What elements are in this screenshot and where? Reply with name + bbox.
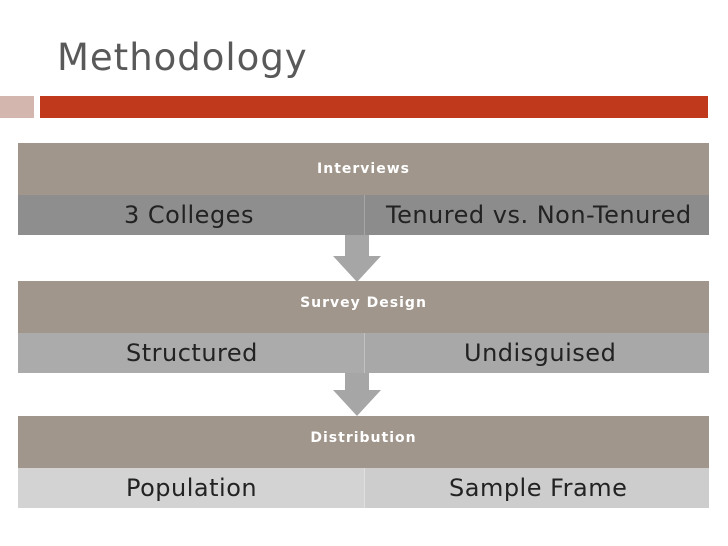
- block-heading-survey-design: Survey Design: [18, 281, 709, 333]
- down-arrow-icon: [333, 368, 381, 416]
- survey-design-block: Survey Design Structured Undisguised: [18, 281, 709, 373]
- title-accent-box: [0, 96, 34, 118]
- block-heading-interviews: Interviews: [18, 143, 709, 195]
- cell-3-colleges: 3 Colleges: [18, 195, 365, 235]
- block-heading-distribution: Distribution: [18, 416, 709, 468]
- cell-population: Population: [18, 468, 365, 508]
- title-accent-rule: [40, 96, 708, 118]
- cell-structured: Structured: [18, 333, 365, 373]
- interviews-block: Interviews 3 Colleges Tenured vs. Non-Te…: [18, 143, 709, 235]
- block-row: 3 Colleges Tenured vs. Non-Tenured: [18, 195, 709, 235]
- down-arrow-icon: [333, 234, 381, 282]
- cell-sample-frame: Sample Frame: [365, 468, 709, 508]
- cell-undisguised: Undisguised: [365, 333, 709, 373]
- cell-tenured-vs-non-tenured: Tenured vs. Non-Tenured: [365, 195, 709, 235]
- distribution-block: Distribution Population Sample Frame: [18, 416, 709, 508]
- slide-title: Methodology: [57, 36, 308, 79]
- block-row: Population Sample Frame: [18, 468, 709, 508]
- block-row: Structured Undisguised: [18, 333, 709, 373]
